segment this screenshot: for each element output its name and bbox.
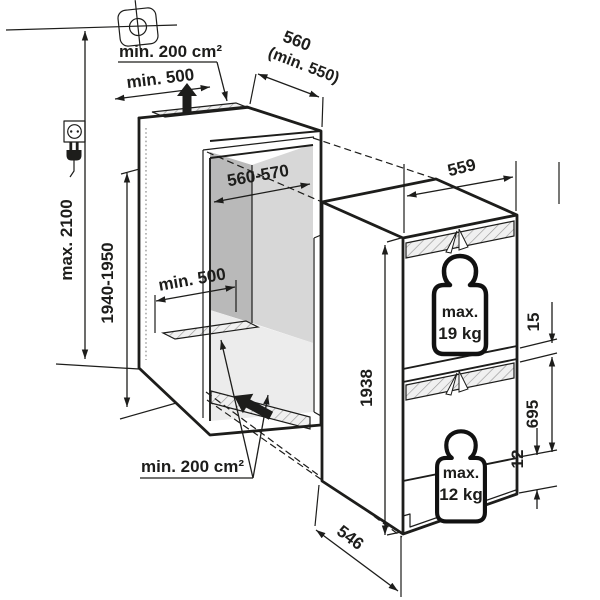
airflow-up-arrow-icon bbox=[177, 83, 197, 113]
appliance-width-label: 559 bbox=[446, 155, 478, 180]
top-hinge-gap-label: 15 bbox=[524, 313, 543, 332]
lower-door-weight-prefix: max. bbox=[443, 465, 479, 482]
upper-door-vent-strip bbox=[405, 220, 515, 259]
dim-door-gaps: 15 695 12 bbox=[508, 302, 558, 509]
dim-top-vent-area: min. 200 cm² bbox=[118, 42, 228, 102]
lower-door-weight-value: 12 kg bbox=[439, 485, 482, 504]
power-socket-icon bbox=[63, 120, 86, 143]
max-install-height-label: max. 2100 bbox=[57, 199, 76, 280]
bottom-hinge-gap-label: 12 bbox=[508, 450, 527, 469]
bottom-vent-area-label: min. 200 cm² bbox=[141, 457, 244, 476]
airflow-bottom-arrow-icon bbox=[234, 393, 274, 420]
appliance-depth-label: 546 bbox=[333, 521, 367, 553]
appliance: max. 19 kg max. 12 kg bbox=[320, 177, 519, 536]
dim-top-front-clearance: min. 500 bbox=[114, 65, 211, 101]
ceiling-junction-symbol bbox=[117, 0, 159, 56]
upper-door-weight-value: 19 kg bbox=[438, 324, 481, 343]
furniture-niche bbox=[137, 102, 323, 437]
lower-door-weight-icon: max. 12 kg bbox=[435, 429, 487, 524]
dim-niche-height: 1940-1950 bbox=[98, 150, 209, 420]
power-plug-icon bbox=[66, 142, 82, 178]
lower-door-vent-strip bbox=[405, 362, 515, 401]
top-vent-area-label: min. 200 cm² bbox=[119, 42, 222, 61]
ceiling-line bbox=[5, 24, 178, 31]
lower-door-height-label: 695 bbox=[523, 400, 542, 428]
upper-door-weight-icon: max. 19 kg bbox=[431, 253, 489, 357]
upper-door-weight-prefix: max. bbox=[442, 304, 478, 321]
appliance-height-label: 1938 bbox=[357, 369, 376, 407]
niche-height-label: 1940-1950 bbox=[98, 242, 117, 323]
dim-bottom-vent-area: min. 200 cm² bbox=[140, 339, 270, 479]
niche-floor bbox=[210, 310, 313, 421]
